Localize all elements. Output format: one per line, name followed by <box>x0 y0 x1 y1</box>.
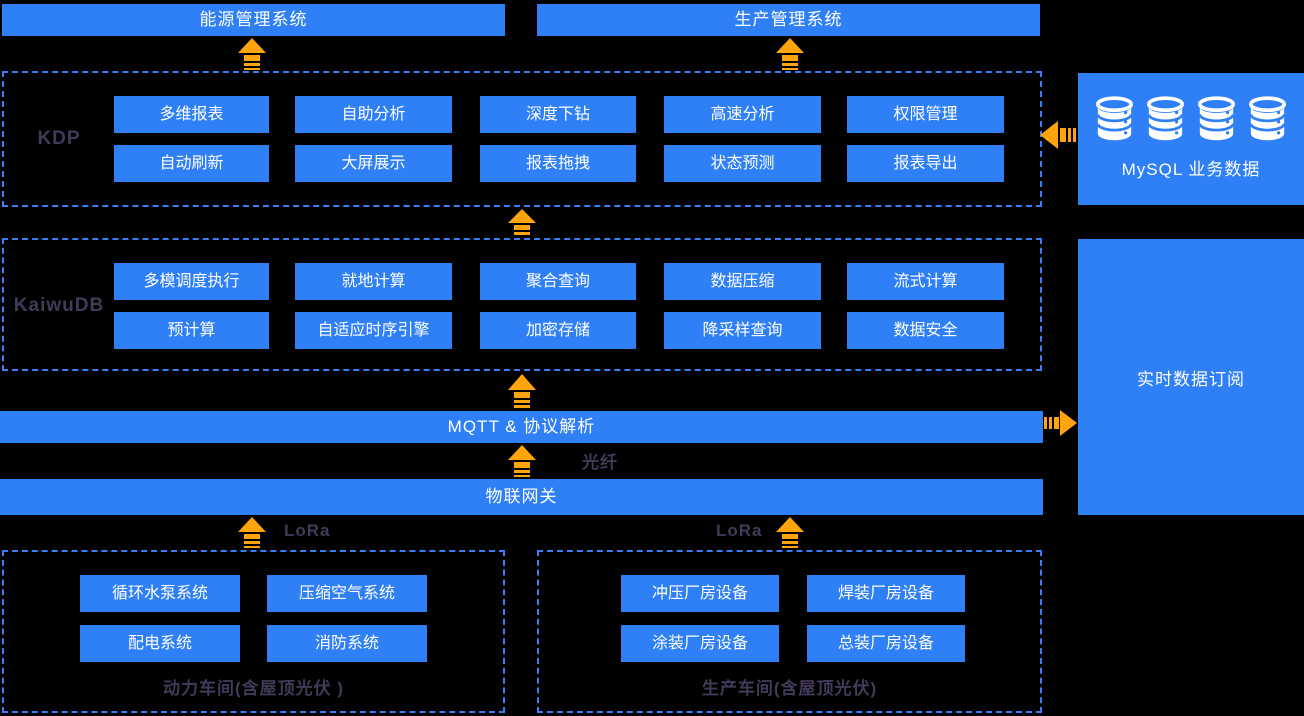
kdp-feature-chip: 自动刷新 <box>114 145 269 182</box>
database-icon <box>1198 96 1235 141</box>
arrow-right-icon <box>1044 410 1077 436</box>
power-workshop-caption: 动力车间(含屋顶光伏 ) <box>162 679 345 698</box>
kaiwudb-feature-chip: 降采样查询 <box>664 312 821 349</box>
arrow-left-icon <box>1040 121 1076 149</box>
arrow-up-icon <box>508 209 536 235</box>
kaiwudb-feature-chip: 聚合查询 <box>480 263 636 300</box>
lora-link-label: LoRa <box>284 521 331 540</box>
realtime-data-subscription-box: 实时数据订阅 <box>1078 239 1304 515</box>
database-icon <box>1147 96 1184 141</box>
kdp-feature-chip: 高速分析 <box>664 96 821 133</box>
kdp-feature-chip: 自助分析 <box>295 96 452 133</box>
power-device-chip: 消防系统 <box>267 625 427 662</box>
production-device-chip: 总装厂房设备 <box>807 625 965 662</box>
kdp-group-label: KDP <box>37 128 81 149</box>
kdp-group-box: KDP 多维报表 自助分析 深度下钻 高速分析 权限管理 自动刷新 大屏展示 报… <box>2 71 1042 207</box>
kdp-feature-chip: 权限管理 <box>847 96 1004 133</box>
fiber-link-label: 光纤 <box>582 453 618 472</box>
power-device-chip: 配电系统 <box>80 625 240 662</box>
database-icons-row <box>1078 95 1304 143</box>
arrow-up-icon <box>508 445 536 477</box>
kdp-feature-chip: 状态预测 <box>664 145 821 182</box>
production-device-chip: 涂装厂房设备 <box>621 625 779 662</box>
production-workshop-caption: 生产车间(含屋顶光伏) <box>701 679 878 698</box>
kaiwudb-feature-chip: 流式计算 <box>847 263 1004 300</box>
database-icon <box>1249 96 1286 141</box>
arrow-up-icon <box>508 374 536 408</box>
mysql-business-data-box: MySQL 业务数据 <box>1078 73 1304 205</box>
power-workshop-box: 循环水泵系统 压缩空气系统 配电系统 消防系统 动力车间(含屋顶光伏 ) <box>2 550 505 713</box>
kaiwudb-group-box: KaiwuDB 多模调度执行 就地计算 聚合查询 数据压缩 流式计算 预计算 自… <box>2 238 1042 371</box>
kaiwudb-group-label: KaiwuDB <box>13 295 105 316</box>
kdp-feature-chip: 报表拖拽 <box>480 145 636 182</box>
kaiwudb-feature-chip: 多模调度执行 <box>114 263 269 300</box>
lora-link-label: LoRa <box>716 521 763 540</box>
power-device-chip: 循环水泵系统 <box>80 575 240 612</box>
kaiwudb-feature-chip: 数据压缩 <box>664 263 821 300</box>
arrow-up-icon <box>776 517 804 548</box>
energy-management-system-bar: 能源管理系统 <box>2 4 505 36</box>
mqtt-protocol-bar: MQTT & 协议解析 <box>0 411 1043 443</box>
mysql-box-label: MySQL 业务数据 <box>1121 160 1261 179</box>
kdp-feature-chip: 多维报表 <box>114 96 269 133</box>
production-device-chip: 焊装厂房设备 <box>807 575 965 612</box>
production-device-chip: 冲压厂房设备 <box>621 575 779 612</box>
production-workshop-box: 冲压厂房设备 焊装厂房设备 涂装厂房设备 总装厂房设备 生产车间(含屋顶光伏) <box>537 550 1042 713</box>
arrow-up-icon <box>238 38 266 70</box>
realtime-box-label: 实时数据订阅 <box>1137 369 1245 389</box>
iot-gateway-bar: 物联网关 <box>0 479 1043 515</box>
database-icon <box>1096 96 1133 141</box>
kaiwudb-feature-chip: 自适应时序引擎 <box>295 312 452 349</box>
kdp-feature-chip: 深度下钻 <box>480 96 636 133</box>
arrow-up-icon <box>238 517 266 548</box>
kdp-feature-chip: 大屏展示 <box>295 145 452 182</box>
kaiwudb-feature-chip: 预计算 <box>114 312 269 349</box>
kaiwudb-feature-chip: 就地计算 <box>295 263 452 300</box>
production-management-system-bar: 生产管理系统 <box>537 4 1040 36</box>
kaiwudb-feature-chip: 数据安全 <box>847 312 1004 349</box>
kdp-feature-chip: 报表导出 <box>847 145 1004 182</box>
kaiwudb-feature-chip: 加密存储 <box>480 312 636 349</box>
power-device-chip: 压缩空气系统 <box>267 575 427 612</box>
arrow-up-icon <box>776 38 804 70</box>
